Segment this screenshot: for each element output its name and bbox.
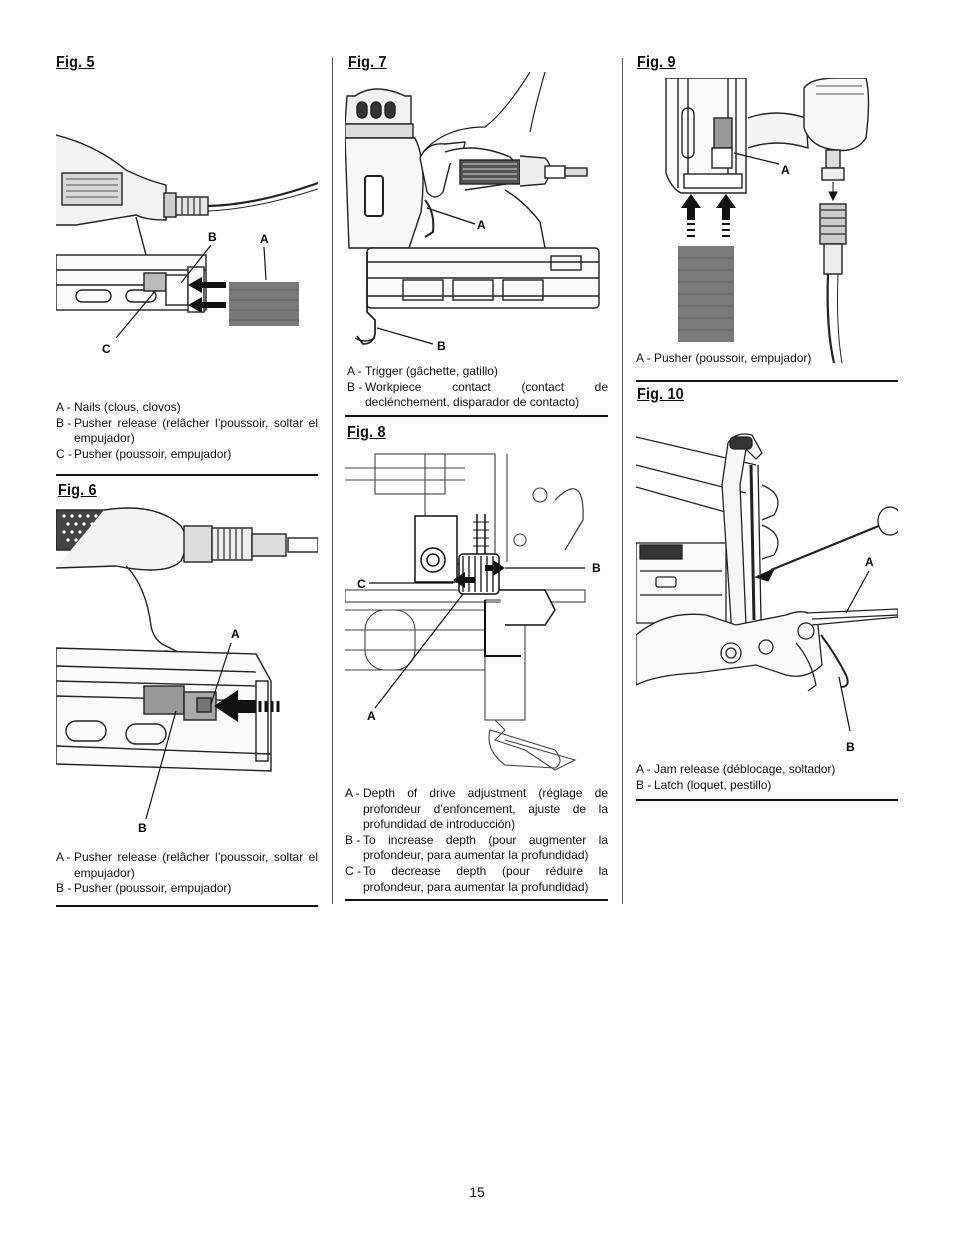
caption-key: B - [56,415,72,430]
column-divider [332,58,333,904]
fig8-illustration: C B A [345,450,608,780]
caption-item: B -Workpiece contact (contact de declénc… [347,380,608,411]
caption-item: A -Nails (clous, clovos) [56,400,318,416]
fig5-caption: A -Nails (clous, clovos) B -Pusher relea… [56,400,318,462]
fig6-label-a: A [231,627,240,641]
fig10-title: Fig. 10 [637,386,684,403]
fig9-label-a: A [781,163,790,177]
caption-item: B -To increase depth (pour augmenter la … [345,833,608,864]
fig7-title: Fig. 7 [348,54,387,71]
fig8-label-c: C [357,577,366,591]
caption-key: A - [56,400,71,414]
fig5-label-a: A [260,232,269,246]
fig8-drawing: C B A [345,453,601,771]
fig8-label-a: A [367,709,376,723]
fig10-drawing: A B [636,433,898,754]
caption-item: A -Pusher release (relâcher l’poussoir, … [56,850,318,881]
section-divider [56,905,318,907]
caption-key: A - [636,762,651,776]
caption-key: C - [56,446,72,461]
caption-key: A - [56,850,71,864]
caption-item: A -Trigger (gâchette, gatillo) [347,364,608,380]
caption-item: C -Pusher (poussoir, empujador) [56,447,318,463]
caption-key: C - [345,863,361,878]
fig5-label-c: C [102,342,111,356]
caption-item: A -Pusher (poussoir, empujador) [636,351,898,367]
section-divider [636,799,898,801]
fig7-illustration: A B [345,72,608,360]
fig7-caption: A -Trigger (gâchette, gatillo) B -Workpi… [347,364,608,411]
fig5-title: Fig. 5 [56,54,95,71]
section-divider [56,474,318,476]
caption-item: A -Depth of drive adjustment (réglage de… [345,786,608,833]
fig9-drawing: A [665,78,870,364]
fig10-caption: A -Jam release (déblocage, soltador) B -… [636,762,898,793]
fig8-label-b: B [592,561,601,575]
caption-key: A - [347,364,362,378]
caption-text: To decrease depth (pour réduire la profo… [363,863,608,894]
fig10-illustration: A B [636,425,898,765]
section-divider [636,380,898,382]
page-number: 15 [469,1184,485,1200]
fig8-title: Fig. 8 [347,424,386,441]
fig5-drawing: A B C [56,134,318,356]
caption-text: To increase depth (pour augmenter la pro… [363,832,608,863]
caption-item: B -Latch (loquet, pestillo) [636,778,898,794]
caption-text: Latch (loquet, pestillo) [654,777,772,792]
caption-text: Pusher release (relâcher l’poussoir, sol… [74,415,318,446]
section-divider [345,415,608,417]
fig5-illustration: A B C [56,125,318,360]
fig7-label-a: A [477,218,486,232]
caption-key: A - [345,786,360,800]
fig7-label-b: B [437,339,446,353]
column-divider [622,58,623,904]
fig10-label-a: A [865,555,874,569]
caption-item: B -Pusher release (relâcher l’poussoir, … [56,416,318,447]
caption-key: B - [347,379,363,394]
fig10-label-b: B [846,740,855,754]
fig6-caption: A -Pusher release (relâcher l’poussoir, … [56,850,318,897]
caption-item: A -Jam release (déblocage, soltador) [636,762,898,778]
caption-text: Depth of drive adjustment (réglage de pr… [363,786,608,832]
caption-text: Pusher (poussoir, empujador) [654,351,812,365]
fig5-label-b: B [208,230,217,244]
fig9-illustration: A [636,78,898,366]
caption-text: Trigger (gâchette, gatillo) [365,364,498,378]
fig8-caption: A -Depth of drive adjustment (réglage de… [345,786,608,895]
caption-text: Jam release (déblocage, soltador) [654,762,836,776]
section-divider [345,899,608,901]
caption-key: B - [56,881,72,896]
caption-key: B - [345,832,361,847]
fig6-title: Fig. 6 [58,482,97,499]
caption-text: Pusher (poussoir, empujador) [74,881,232,896]
caption-text: Workpiece contact (contact de declénchem… [365,379,608,410]
fig6-drawing: A B [56,507,318,835]
caption-text: Nails (clous, clovos) [74,400,181,414]
caption-text: Pusher (poussoir, empujador) [74,446,232,461]
fig9-title: Fig. 9 [637,54,676,71]
caption-item: B -Pusher (poussoir, empujador) [56,881,318,897]
fig6-label-b: B [138,821,147,835]
fig7-drawing: A B [345,72,600,353]
fig6-illustration: A B [56,506,318,841]
caption-key: A - [636,351,651,365]
fig9-caption: A -Pusher (poussoir, empujador) [636,351,898,367]
caption-text: Pusher release (relâcher l’poussoir, sol… [74,850,318,880]
caption-key: B - [636,777,652,792]
caption-item: C -To decrease depth (pour réduire la pr… [345,864,608,895]
